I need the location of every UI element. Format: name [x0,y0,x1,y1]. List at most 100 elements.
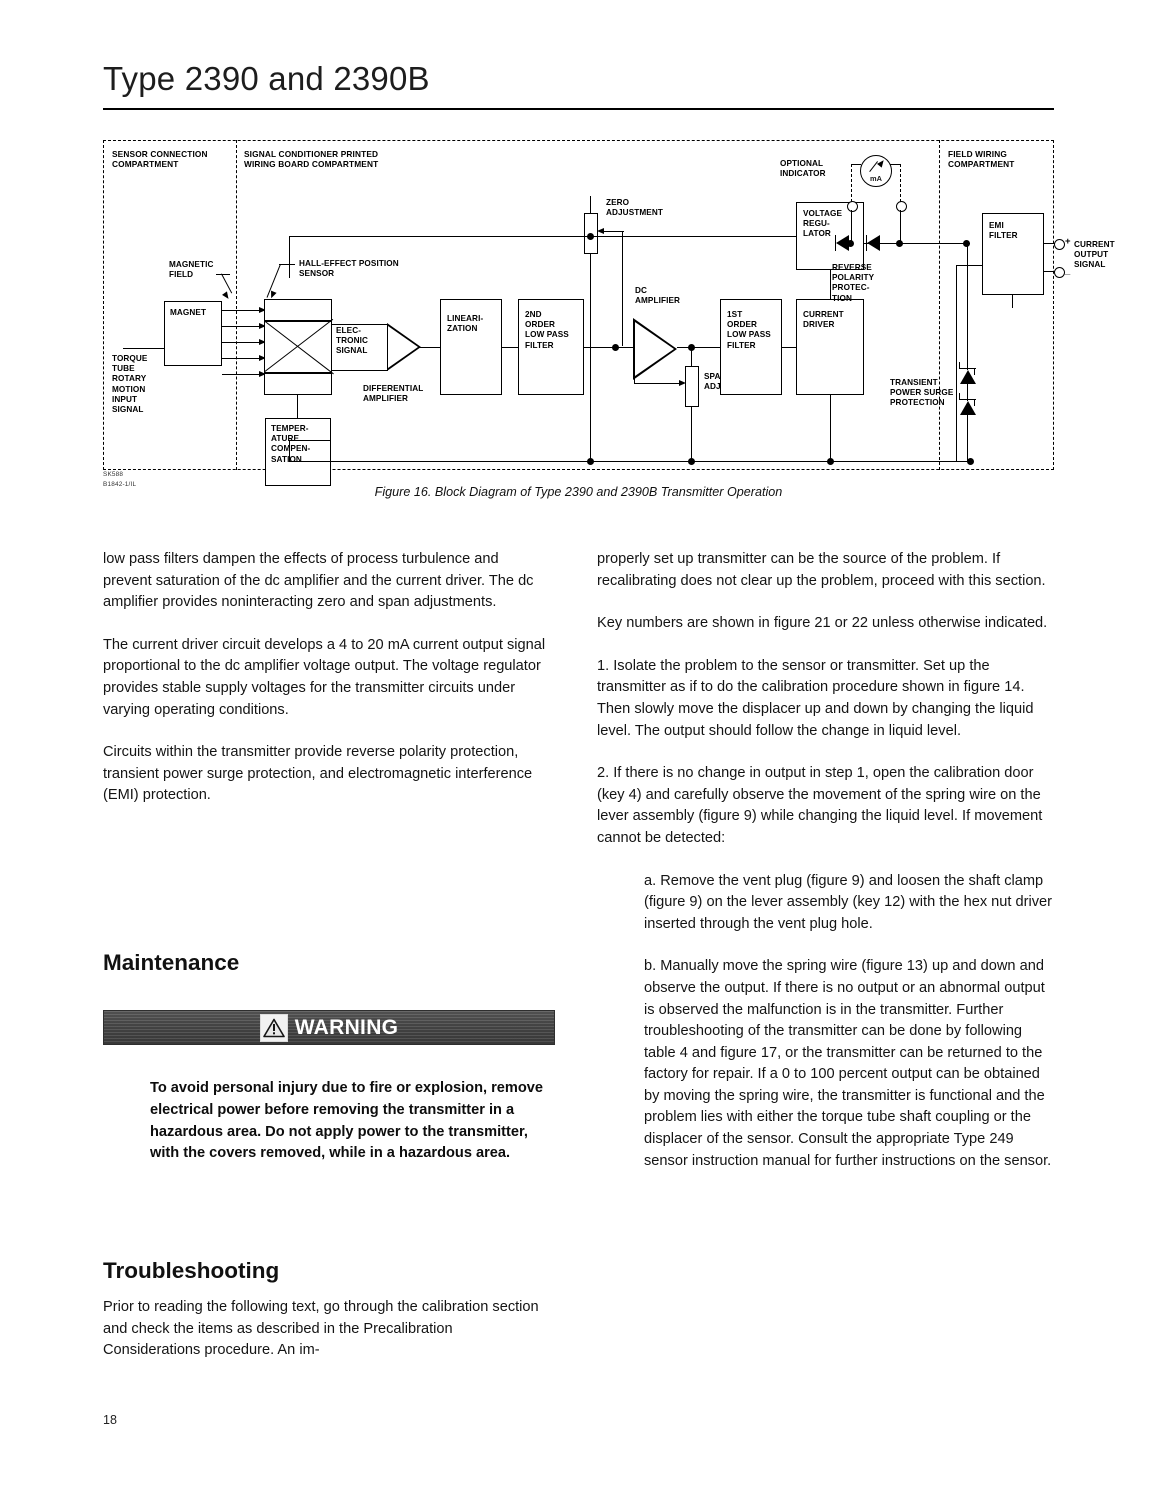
paragraph: low pass filters dampen the effects of p… [103,551,534,611]
block-2nd-order-low-pass-filter: 2ND ORDER LOW PASS FILTER [518,299,584,395]
flux-line-5 [222,374,264,376]
gauge-unit-label: mA [870,174,882,183]
hall-sensor-top-cell [264,299,332,321]
flux-arrow-4 [259,355,266,361]
node-common-zero [587,458,594,465]
electronic-signal-label: ELEC- TRONIC SIGNAL [336,326,368,356]
span-adj-top-wire [691,347,693,367]
transient-zener-1-bar [959,368,976,370]
indicator-terminal-right-wire [900,210,902,245]
reverse-polarity-rail [864,243,970,245]
reverse-polarity-diode-2-bar [866,235,868,251]
diagram-outer-border [103,140,1054,470]
heading-maintenance: Maintenance [103,950,240,975]
dc-amplifier-label: DC AMPLIFIER [635,286,681,306]
sub-item: b. Manually move the spring wire (figure… [644,958,1052,1169]
gauge-lead-left-v [851,164,852,202]
flux-line-4 [222,358,264,360]
flux-line-1 [222,310,264,312]
optional-indicator-label: OPTIONAL INDICATOR [780,159,826,179]
flux-arrow-1 [259,307,266,313]
paragraph: Key numbers are shown in figure 21 or 22… [597,615,1048,632]
paragraph: 2. If there is no change in output in st… [597,765,1043,846]
paragraph: Prior to reading the following text, go … [103,1299,539,1359]
terminal-minus-sign: _ [1065,266,1071,277]
emi-filter-bottom-stub [1012,294,1014,308]
hall-sensor-bottom-cell [264,373,332,395]
input-signal-wire [123,348,165,350]
indicator-terminal-left-wire [851,210,853,245]
node-zero-adj-tap [612,344,619,351]
node-rp-3 [963,240,970,247]
common-rail-bottom [289,461,971,463]
transient-mid-wire [967,384,969,401]
paragraph: properly set up transmitter can be the s… [597,551,1046,589]
zero-adj-feedback-wire [622,231,624,346]
flux-arrow-3 [259,339,266,345]
indicator-terminal-right [896,201,907,212]
paragraph: Circuits within the transmitter provide … [103,744,533,804]
flux-line-2 [222,326,264,328]
warning-triangle-icon [259,1013,288,1042]
transient-zener-1 [960,370,976,384]
figure-caption: Figure 16. Block Diagram of Type 2390 an… [374,485,783,499]
dc-amp-feedback-right [634,383,682,385]
reverse-polarity-protection-label: REVERSE POLARITY PROTEC- TION [832,263,875,303]
current-driver-return-wire [830,394,832,461]
zero-adj-wiper-wire [600,231,624,233]
milliamp-indicator-gauge: mA [860,155,892,187]
node-rp-2 [896,240,903,247]
differential-amplifier-label: DIFFERENTIAL AMPLIFIER [363,384,424,404]
gauge-lead-left-h [851,164,861,166]
block-temperature-compensation: TEMPER- ATURE COMPEN- SATION [265,418,331,486]
node-common-transient [967,458,974,465]
current-driver-input-wire [781,347,797,349]
sub-item: a. Remove the vent plug (figure 9) and l… [644,872,1052,932]
diff-amp-input-bottom [332,370,388,372]
dc-amp-feedback-down [634,347,636,384]
reverse-polarity-diode-2 [867,235,880,251]
left-text-column: low pass filters dampen the effects of p… [103,549,546,828]
block-magnet: MAGNET [164,301,222,366]
block-emi-filter: EMI FILTER [982,213,1044,295]
span-adj-bottom-wire [691,406,693,461]
transient-branch-upper-wire [967,243,969,370]
block-linearization: LINEARI- ZATION [440,299,502,395]
transient-zener-2-tick-r [974,399,976,406]
compartment-divider-left [236,140,237,470]
right-text-column: properly set up transmitter can be the s… [597,549,1054,1193]
gauge-lead-right-h [890,164,901,166]
warning-banner: WARNING [103,1010,555,1045]
indicator-terminal-left [847,201,858,212]
temp-comp-wire [297,395,299,418]
magnetic-field-callout: MAGNETIC FIELD [169,260,214,280]
transient-zener-2-tick-l [959,393,961,400]
compartment-divider-right [939,140,940,470]
hall-callout-leader [279,264,295,266]
node-common-span [688,458,695,465]
span-adj-wiper-arrow [679,380,686,386]
reverse-polarity-diode-1 [836,235,849,251]
warning-label: WARNING [294,1015,399,1039]
current-output-signal-label: CURRENT OUTPUT SIGNAL [1074,240,1115,270]
paragraph: The current driver circuit develops a 4 … [103,636,546,718]
flux-arrow-5 [259,371,266,377]
emi-filter-return-drop [956,265,958,461]
block-voltage-regulator: VOLTAGE REGU- LATOR [796,202,864,270]
diff-amp-input-top [332,324,388,326]
linearization-input-wire [419,347,441,349]
zero-adjustment-label: ZERO ADJUSTMENT [606,198,663,218]
page-number: 18 [103,1413,117,1427]
warning-body-text: To avoid personal injury due to fire or … [150,1080,544,1162]
dc-amplifier-fill [634,321,674,376]
heading-troubleshooting: Troubleshooting [103,1258,280,1283]
span-adjustment-potentiometer [685,366,699,407]
figure-reference-codes: SK588 B1842-1/IL [103,471,137,488]
output-terminal-plus [1054,239,1065,250]
flux-line-3 [222,342,264,344]
